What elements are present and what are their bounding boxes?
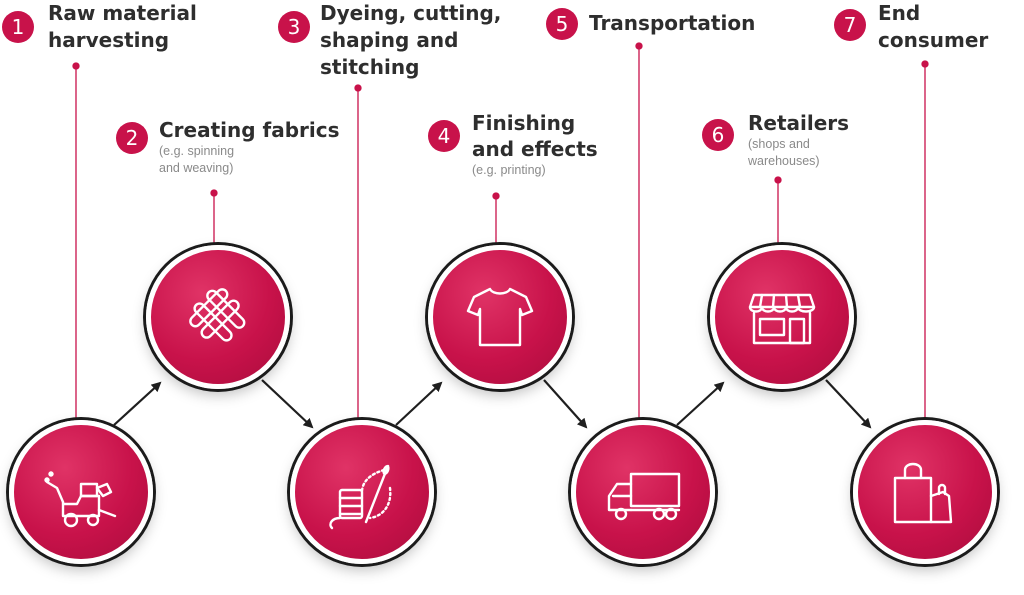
step-subtitle: and weaving) [159, 161, 234, 175]
step-title: consumer [878, 28, 989, 52]
step-title: and effects [472, 137, 598, 161]
leader-dot-3 [354, 84, 362, 92]
step-number-badge: 4 [428, 120, 460, 152]
step-title: shaping and [320, 28, 459, 52]
step-title: Creating fabrics [159, 118, 340, 142]
step-subtitle: (e.g. spinning [159, 144, 235, 158]
step-number-badge: 5 [546, 8, 578, 40]
step-number-badge: 6 [702, 119, 734, 151]
leader-dot-5 [635, 42, 643, 50]
step-number-badge: 3 [278, 11, 310, 43]
leader-dot-1 [72, 62, 80, 70]
node-creating-fabrics [146, 245, 290, 389]
flow-arrow-3-4 [395, 381, 443, 426]
step-title: Transportation [589, 11, 756, 35]
step-number-badge: 7 [834, 9, 866, 41]
woven-fabric-icon [189, 288, 246, 342]
step-title: harvesting [48, 28, 170, 52]
flow-arrow-5-6 [676, 381, 725, 426]
flow-arrow-2-3 [261, 379, 314, 429]
step-title: stitching [320, 55, 420, 79]
step-title: End [878, 1, 921, 25]
step-title: Finishing [472, 111, 576, 135]
node-raw-material-harvesting [9, 420, 153, 564]
step-title: Retailers [748, 111, 850, 135]
step-subtitle: (e.g. printing) [472, 163, 546, 177]
flow-arrow-4-5 [543, 379, 588, 429]
thread-needle-icon [329, 464, 392, 530]
leader-dot-2 [210, 189, 218, 197]
node-finishing-and-effects [428, 245, 572, 389]
step-title: Raw material [48, 1, 197, 25]
shopping-bags-icon [893, 462, 953, 524]
node-transportation [571, 420, 715, 564]
step-subtitle: warehouses) [748, 154, 820, 168]
node-dyeing-cutting-stitching [290, 420, 434, 564]
step-number-badge: 1 [2, 11, 34, 43]
shop-icon [748, 293, 816, 345]
node-retailers [710, 245, 854, 389]
truck-icon [607, 472, 681, 521]
node-end-consumer [853, 420, 997, 564]
flow-arrow-6-7 [825, 379, 872, 429]
leader-dot-7 [921, 60, 929, 68]
leader-dot-6 [774, 176, 782, 184]
step-title: Dyeing, cutting, [320, 1, 502, 25]
harvester-icon [44, 471, 117, 528]
leader-dot-4 [492, 192, 500, 200]
tshirt-icon [466, 287, 534, 347]
flow-arrow-1-2 [113, 381, 162, 426]
step-subtitle: (shops and [748, 137, 810, 151]
step-number-badge: 2 [116, 122, 148, 154]
